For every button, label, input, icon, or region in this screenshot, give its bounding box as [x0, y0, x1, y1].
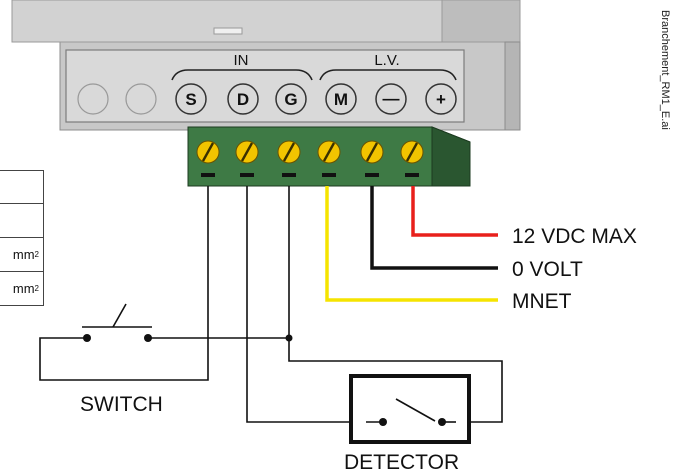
terminal-label-g: G — [284, 90, 297, 109]
black-power-wire — [370, 186, 498, 270]
group-label-in: IN — [234, 52, 249, 69]
terminal-label-m: M — [334, 90, 348, 109]
label-0volt: 0 VOLT — [512, 258, 583, 281]
terminal-block — [187, 126, 471, 187]
terminal-label-plus: + — [436, 90, 446, 109]
terminal-label-d: D — [237, 90, 249, 109]
red-wire — [411, 186, 498, 237]
label-mnet: MNET — [512, 290, 572, 313]
label-switch: SWITCH — [80, 393, 163, 416]
yellow-wire — [325, 186, 498, 302]
switch-symbol — [82, 303, 293, 342]
label-12vdc: 12 VDC MAX — [512, 225, 637, 248]
terminal-label-s: S — [185, 90, 196, 109]
file-name-label: Branchement_RM1_E.ai — [659, 10, 671, 130]
group-brackets — [171, 69, 457, 81]
group-label-lv: L.V. — [374, 52, 399, 69]
detector-symbol — [349, 374, 471, 444]
table-cell — [0, 170, 44, 204]
terminal-label-minus: — — [383, 89, 400, 108]
label-detector: DETECTOR — [344, 451, 459, 473]
terminal-labels — [77, 83, 457, 115]
table-cell — [0, 204, 44, 238]
